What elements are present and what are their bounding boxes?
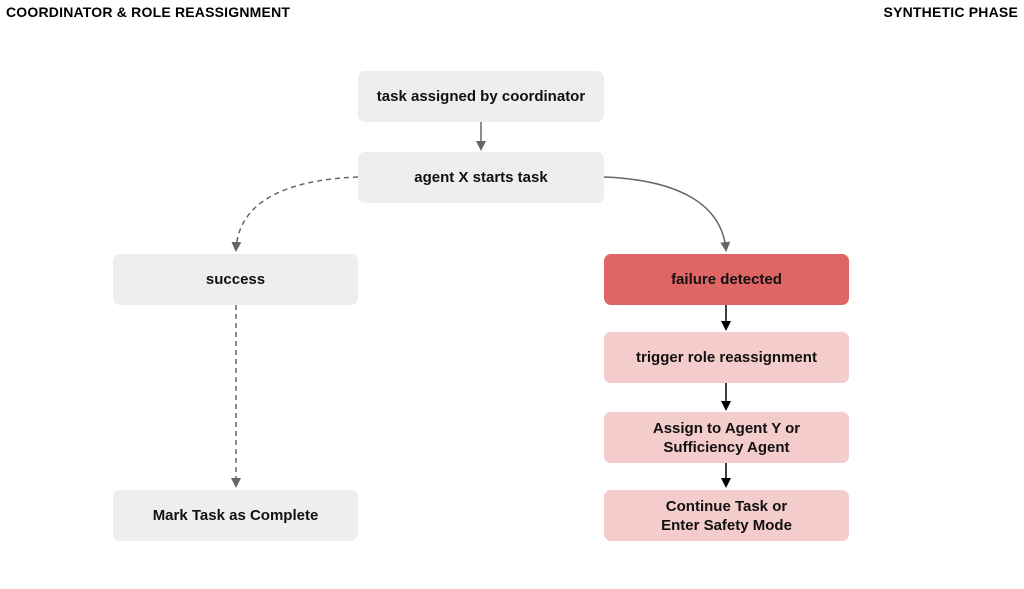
diagram-title: COORDINATOR & ROLE REASSIGNMENT xyxy=(6,4,291,20)
edge-starts-to-success xyxy=(231,176,359,252)
node-agent-starts: agent X starts task xyxy=(358,152,604,203)
node-success: success xyxy=(113,254,358,305)
node-assign-agent-line1: Assign to Agent Y or xyxy=(652,419,801,437)
node-task-assigned-label: task assigned by coordinator xyxy=(376,88,586,105)
node-mark-complete: Mark Task as Complete xyxy=(113,490,358,541)
node-continue-or-safety: Continue Task or Enter Safety Mode xyxy=(604,490,849,541)
edge-starts-to-failure xyxy=(603,176,731,252)
node-mark-complete-label: Mark Task as Complete xyxy=(152,507,319,524)
node-success-label: success xyxy=(205,271,266,288)
node-assign-agent-line2: Sufficiency Agent xyxy=(663,438,790,456)
phase-label: SYNTHETIC PHASE xyxy=(883,4,1018,20)
node-continue-or-safety-line1: Continue Task or xyxy=(665,497,788,515)
node-continue-or-safety-line2: Enter Safety Mode xyxy=(661,516,792,534)
node-trigger-reassignment: trigger role reassignment xyxy=(604,332,849,383)
node-failure-detected: failure detected xyxy=(604,254,849,305)
node-assign-agent: Assign to Agent Y or Sufficiency Agent xyxy=(604,412,849,463)
node-task-assigned: task assigned by coordinator xyxy=(358,71,604,122)
node-failure-detected-label: failure detected xyxy=(671,271,782,288)
node-agent-starts-label: agent X starts task xyxy=(414,169,548,186)
node-trigger-reassignment-label: trigger role reassignment xyxy=(636,349,817,366)
